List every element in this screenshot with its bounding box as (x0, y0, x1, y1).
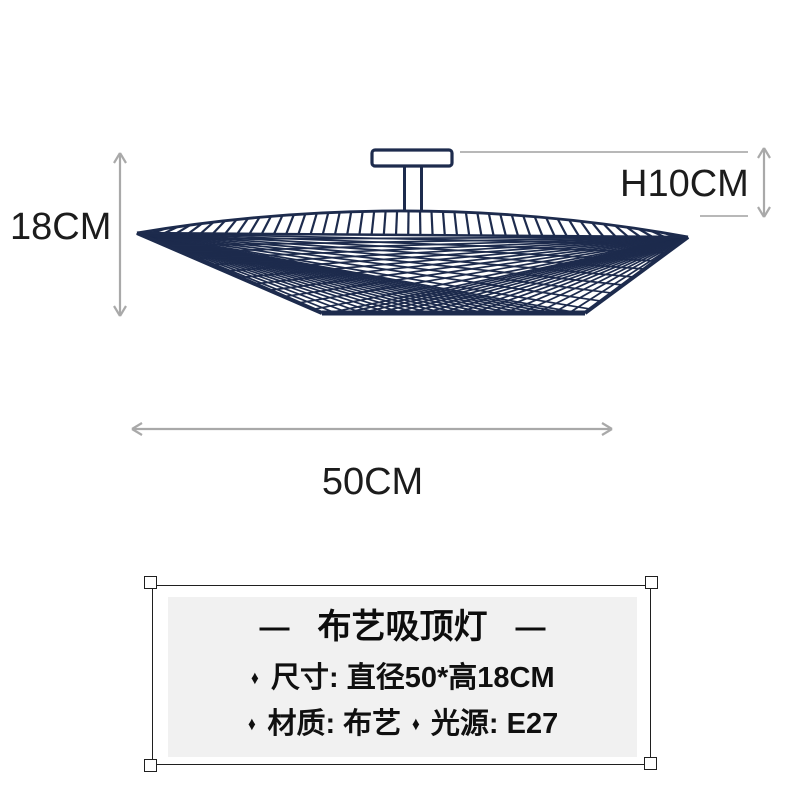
diamond-bullet-icon: ♦ (247, 714, 256, 736)
diameter-dimension-label: 50CM (321, 461, 424, 503)
canopy-height-dimension-label: H10CM (620, 163, 749, 205)
diamond-bullet-icon: ♦ (412, 714, 420, 736)
frame-corner-mark-bottom-right (644, 757, 657, 770)
spec-size-text: 尺寸: 直径50*高18CM (271, 662, 555, 695)
frame-corner-mark-bottom-left (144, 759, 157, 772)
product-info-box: — 布艺吸顶灯 — ♦ 尺寸: 直径50*高18CM ♦ 材质: 布艺 ♦ 光源… (144, 576, 658, 772)
frame-corner-mark-top-left (144, 576, 157, 589)
product-title: 布艺吸顶灯 (317, 608, 488, 646)
spec-material-text: 材质: 布艺 (267, 708, 402, 741)
spec-light-source-text: 光源: E27 (430, 708, 559, 741)
product-title-row: — 布艺吸顶灯 — (259, 608, 546, 646)
frame-corner-mark-top-right (645, 576, 658, 589)
ceiling-lamp-line-drawing (113, 147, 771, 436)
spec-size-row: ♦ 尺寸: 直径50*高18CM (250, 664, 554, 693)
height-dimension-label: 18CM (10, 206, 112, 248)
title-dash-left: — (259, 611, 290, 645)
product-info-panel: — 布艺吸顶灯 — ♦ 尺寸: 直径50*高18CM ♦ 材质: 布艺 ♦ 光源… (168, 597, 637, 757)
title-dash-right: — (515, 611, 546, 645)
diamond-bullet-icon: ♦ (251, 668, 260, 690)
spec-material-light-row: ♦ 材质: 布艺 ♦ 光源: E27 (247, 710, 558, 739)
